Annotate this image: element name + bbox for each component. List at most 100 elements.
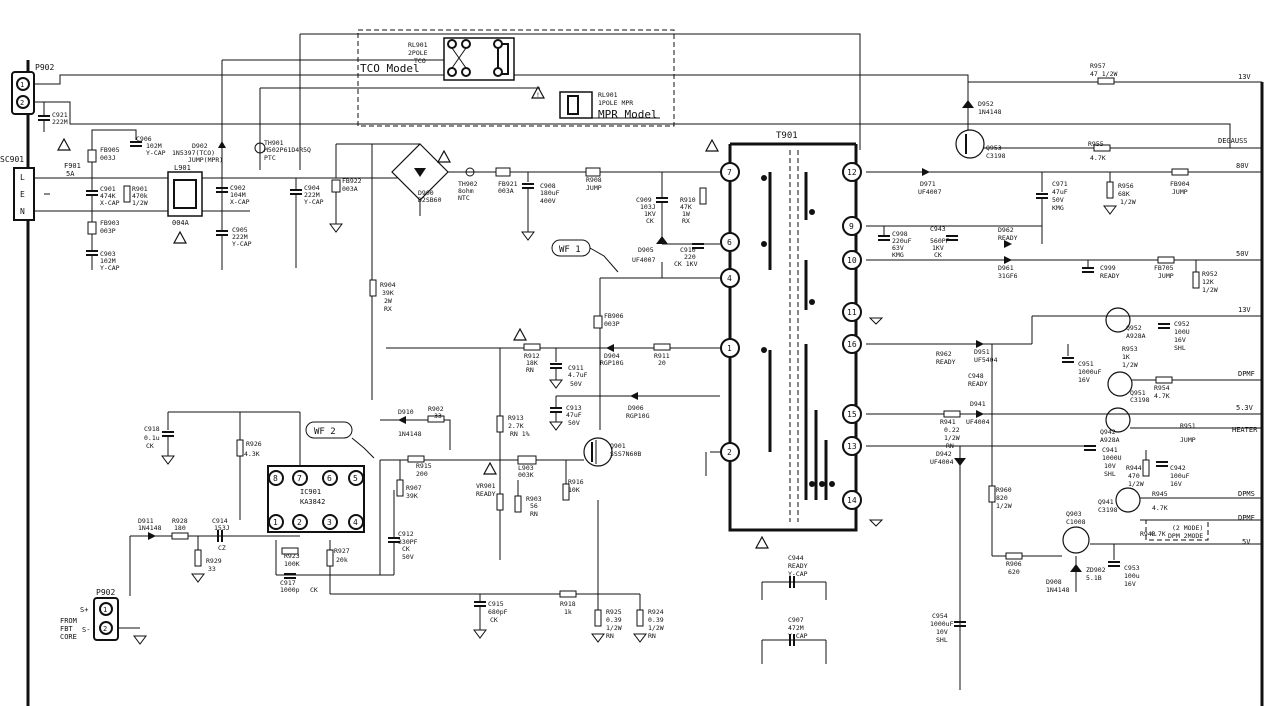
q941-part: C3198	[1098, 506, 1118, 514]
rl901-mpr-line2: 1POLE MPR	[598, 99, 633, 107]
mpr-model-label: MPR Model	[598, 108, 658, 121]
t901-pin-15: 15	[842, 404, 862, 424]
f901-value: 5A	[66, 170, 75, 178]
t901-pin-10: 10	[842, 250, 862, 270]
fb921-value: 003A	[498, 187, 514, 195]
relay-dashed-box	[357, 29, 675, 127]
ic901-pin-1-label: 1	[273, 518, 278, 527]
fb705-name: FB705	[1154, 264, 1174, 272]
svg-text:1: 1	[103, 606, 107, 614]
r903-name: R903	[526, 495, 542, 503]
c998-value: 220uF	[892, 237, 912, 245]
fb922-value: 003A	[342, 185, 358, 193]
d961-name: D961	[998, 264, 1014, 272]
wf2-label: WF 2	[314, 427, 336, 437]
th902-name: TH902	[458, 180, 478, 188]
r952-power: 1/2W	[1202, 286, 1218, 294]
r953-power: 1/2W	[1122, 361, 1138, 369]
two-mode-dashed-box	[1145, 519, 1209, 541]
q951-part: C3198	[1130, 396, 1150, 404]
l903-name: L903	[518, 464, 534, 472]
rail-5v-label: 5V	[1242, 538, 1251, 546]
svg-text:N: N	[20, 207, 25, 216]
ic901-pin-8-label: 8	[273, 474, 278, 483]
p902-bottom-connector: 12 P902 S+ S- FROM FBT CORE	[60, 588, 119, 641]
r907-value: 39K	[406, 492, 418, 500]
p902-top-label: P902	[35, 63, 54, 72]
c907-value: 472M	[788, 624, 804, 632]
d952-name: D952	[978, 100, 994, 108]
r908-name: R908	[586, 176, 602, 184]
r911-value: 20	[658, 359, 666, 367]
c909-value: 103J	[640, 203, 656, 211]
r915-value: 200	[416, 470, 428, 478]
ic901-pin-6-label: 6	[327, 474, 332, 483]
d962-name: D962	[998, 226, 1014, 234]
r928-value: 180	[174, 524, 186, 532]
c943-voltage: 1KV	[932, 244, 944, 252]
d962-value: READY	[998, 234, 1018, 242]
r906-name: R906	[1006, 560, 1022, 568]
q952-transistor	[1105, 307, 1131, 333]
d952-part: 1N4148	[978, 108, 1002, 116]
c910-value: 220	[684, 253, 696, 261]
d911-part: 1N4148	[138, 524, 162, 532]
r925-power: 1/2W	[606, 624, 622, 632]
d942-part: UF4004	[930, 458, 954, 466]
c911-voltage: 50V	[570, 380, 582, 388]
ic901-pin-5: 5	[348, 470, 364, 486]
r913-name: R913	[508, 414, 524, 422]
c914-name: C914	[212, 517, 228, 525]
fb705-value: JUMP	[1158, 272, 1174, 280]
from-fbt-line1: FROM	[60, 617, 77, 625]
c901-value: 474K	[100, 192, 116, 200]
c909-type: CK	[646, 217, 654, 225]
c903-type: Y-CAP	[100, 264, 120, 272]
c917-value: 1000p	[280, 586, 300, 594]
c944-name: C944	[788, 554, 804, 562]
t901-pin-2-label: 2	[727, 448, 732, 457]
c914-type: CZ	[218, 544, 226, 552]
from-fbt-line2: FBT	[60, 625, 73, 633]
fb905-value: 003J	[100, 154, 116, 162]
c943-type: CK	[934, 251, 942, 259]
d900-part: D2SB60	[418, 196, 442, 204]
d906-name: D906	[628, 404, 644, 412]
c905-name: C905	[232, 226, 248, 234]
r944-name: R944	[1126, 464, 1142, 472]
th902-type: NTC	[458, 194, 470, 202]
c903-value: 102M	[100, 257, 116, 265]
c915-type: CK	[490, 616, 498, 624]
r927-value: 20k	[336, 556, 348, 564]
d951-name: D951	[974, 348, 990, 356]
t901-pin-4-label: 4	[727, 274, 732, 283]
ic901-pin-7: 7	[292, 470, 308, 486]
r943-mode: DPM 2MODE	[1168, 532, 1203, 540]
rail-dpmf2-label: DPMF	[1238, 514, 1255, 522]
r912-value: 18K	[526, 359, 538, 367]
c906-name: C906	[136, 135, 152, 143]
r945-name: R945	[1152, 490, 1168, 498]
r901-value: 470k	[132, 192, 148, 200]
t901-pin-10-label: 10	[847, 256, 857, 265]
r925-value: 0.39	[606, 616, 622, 624]
ic901-pin-4-label: 4	[353, 518, 358, 527]
r925-name: R925	[606, 608, 622, 616]
c912-name: C912	[398, 530, 414, 538]
rl901-tco-relay: RL901 2POLE TCO TCO Model	[360, 37, 515, 81]
rl901-tco-line2: 2POLE	[408, 49, 428, 57]
mode2-label: (2 MODE)	[1172, 524, 1203, 532]
r906-value: 620	[1008, 568, 1020, 576]
r951-name: R951	[1180, 422, 1196, 430]
q901-mosfet: Q901 SSS7N60B	[583, 437, 641, 467]
fb903-name: FB903	[100, 219, 120, 227]
c911-value: 4.7uF	[568, 371, 588, 379]
l901-name: L901	[174, 164, 191, 172]
p902-top-connector: 12 P902	[11, 63, 54, 115]
d942-name: D942	[936, 450, 952, 458]
t901-pin-12-label: 12	[847, 168, 857, 177]
rl901-tco-name: RL901	[408, 41, 428, 49]
ic901-pin-3: 3	[322, 514, 338, 530]
t901-pin-16: 16	[842, 334, 862, 354]
